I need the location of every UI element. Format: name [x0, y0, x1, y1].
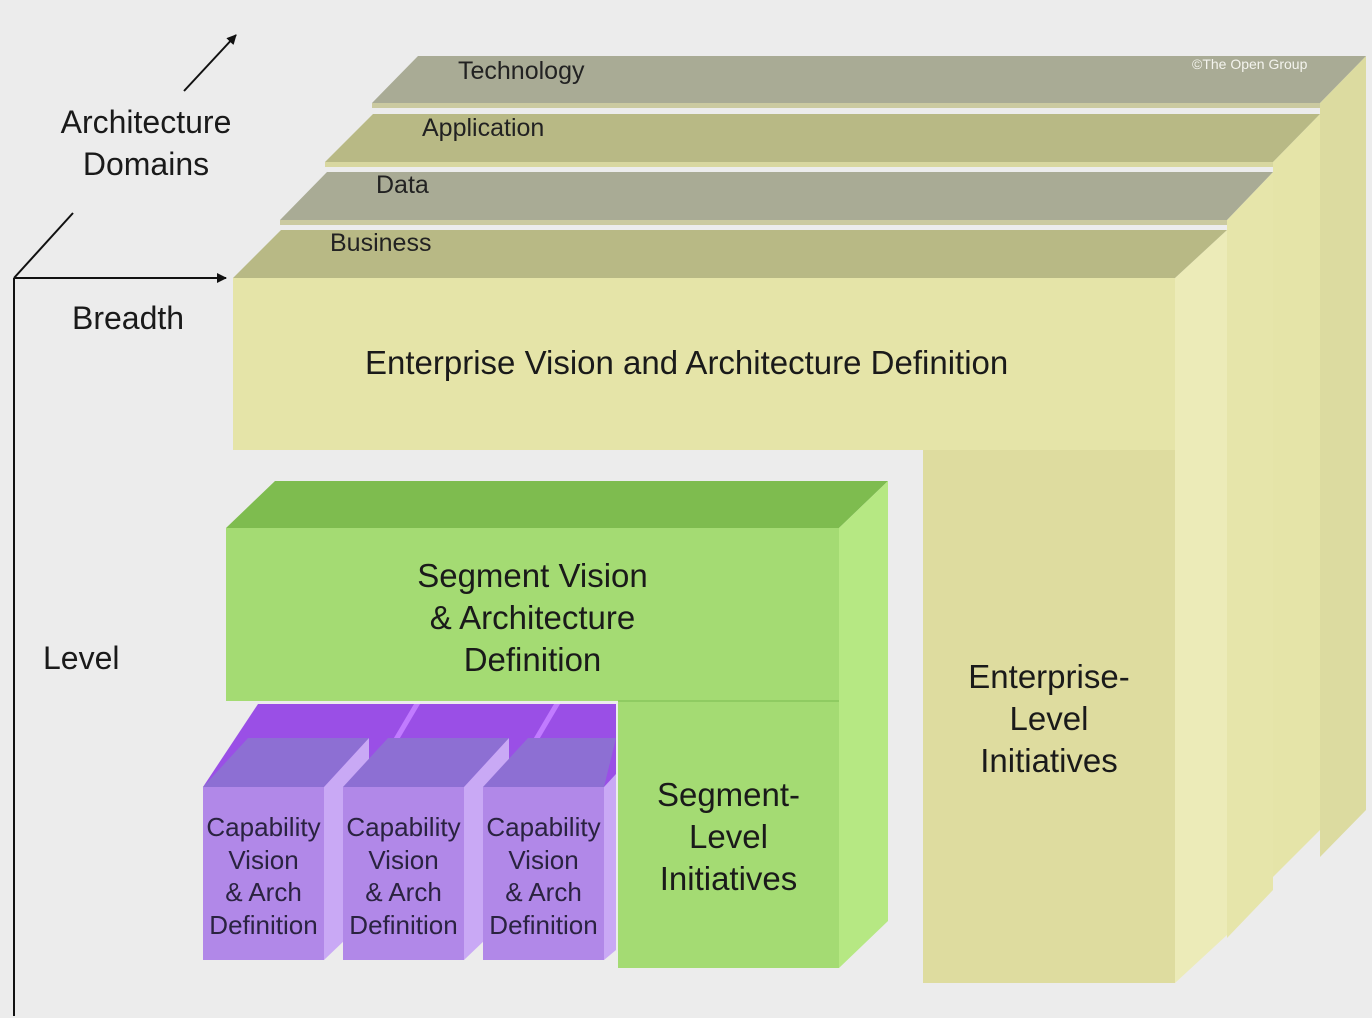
layer-data [280, 172, 1273, 938]
layer-application-top [325, 114, 1320, 162]
capability-cube-1-top [203, 738, 369, 787]
layer-application-front-edge [325, 162, 1273, 167]
enterprise-definition-label: Enterprise Vision and Architecture Defin… [365, 344, 1009, 381]
layer-label-business: Business [330, 229, 432, 257]
capability-cube-2-face [343, 787, 464, 960]
enterprise-initiatives-label: Enterprise- Level Initiatives [923, 656, 1175, 782]
level-axis-label: Level [43, 640, 120, 676]
enterprise-initiatives-face [923, 450, 1175, 983]
layer-business-top [233, 230, 1227, 278]
layer-data-top [280, 172, 1273, 220]
capability-cube-3-side [604, 774, 616, 960]
domains-axis-arrow [183, 34, 237, 92]
capability-label-1: Capability Vision & Arch Definition [197, 811, 330, 941]
layer-technology-front-edge [372, 103, 1320, 108]
breadth-axis-label: Breadth [72, 300, 185, 336]
architecture-domains-label: Architecture Domains [40, 101, 252, 185]
layer-label-data: Data [376, 171, 429, 199]
layer-label-technology: Technology [458, 57, 585, 85]
enterprise-initiatives-text: Enterprise- Level Initiatives [968, 658, 1130, 779]
architecture-domains-text: Architecture Domains [60, 104, 232, 182]
segment-initiatives-label: Segment- Level Initiatives [618, 774, 839, 900]
segment-definition-label: Segment Vision & Architecture Definition [226, 555, 839, 681]
capability-cubes [203, 704, 616, 960]
capability-cube-1-face [203, 787, 324, 960]
axes [13, 34, 237, 1016]
layer-business [233, 230, 1227, 983]
layer-technology [372, 56, 1366, 857]
enterprise-definition-face [233, 278, 1175, 450]
layer-business-right-side [1175, 230, 1227, 983]
copyright-notice: ©The Open Group [1192, 56, 1308, 72]
layer-data-front-edge [280, 220, 1227, 225]
segment-top-face [226, 481, 888, 528]
capability-text-2: Capability Vision & Arch Definition [346, 812, 461, 940]
capability-cube-3-face [483, 787, 604, 960]
layer-application [325, 114, 1320, 877]
segment-initiatives-face [618, 701, 839, 968]
layer-technology-right-side [1320, 56, 1366, 857]
segment-definition-text: Segment Vision & Architecture Definition [417, 557, 648, 678]
capability-text-1: Capability Vision & Arch Definition [206, 812, 321, 940]
layer-label-application: Application [422, 114, 545, 142]
layer-data-right-side [1227, 172, 1273, 938]
layer-application-right-side [1273, 114, 1320, 877]
domains-axis-lower-segment [13, 212, 74, 279]
capability-label-3: Capability Vision & Arch Definition [477, 811, 610, 941]
segment-right-face [839, 481, 888, 968]
segment-initiatives-text: Segment- Level Initiatives [656, 776, 801, 897]
segment-block [226, 481, 888, 968]
capability-text-3: Capability Vision & Arch Definition [486, 812, 601, 940]
capability-cube-3-top [483, 738, 616, 787]
capability-cube-2-top [343, 738, 509, 787]
layer-technology-top [372, 56, 1366, 103]
segment-definition-face [226, 528, 839, 701]
capability-label-2: Capability Vision & Arch Definition [337, 811, 470, 941]
